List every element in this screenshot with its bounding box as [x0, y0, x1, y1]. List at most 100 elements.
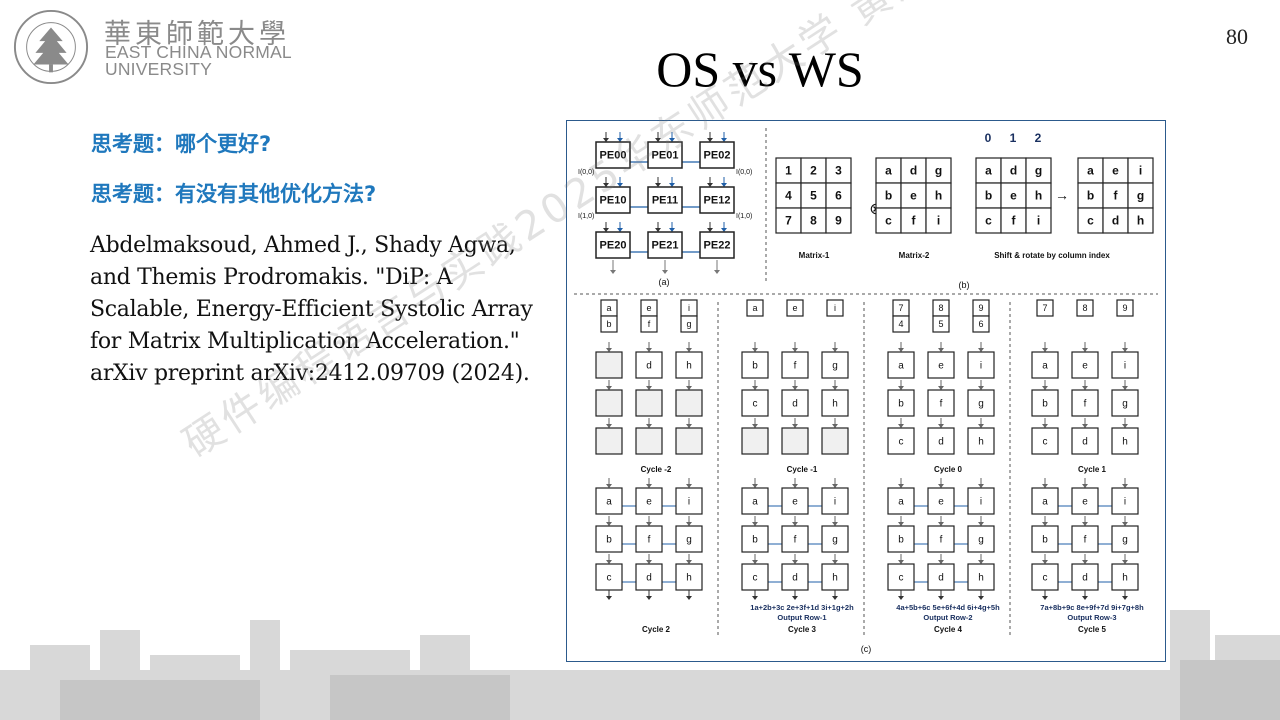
pe-flow-arrow-head: [978, 424, 984, 428]
pe-flow-arrow-bottom-head: [606, 522, 612, 526]
cycle-pe-bottom: [967, 487, 995, 515]
pe-flow-arrow-bottom-head: [1122, 522, 1128, 526]
pe-input-arrow-b-head: [617, 228, 623, 232]
shifted-matrix-cell-label: f: [1114, 189, 1119, 203]
cycle-label-top: Cycle -2: [641, 465, 672, 474]
pe-10: [595, 186, 631, 214]
cycle-pe-bottom-label: b: [898, 534, 904, 545]
cycle-pe-label: h: [686, 360, 692, 371]
cycle-pe: [821, 351, 849, 379]
pe-input-arrow-head: [603, 228, 609, 232]
cycle-label-top: Cycle 1: [1078, 465, 1107, 474]
shifted-matrix-cell: [1077, 157, 1104, 184]
pe-flow-arrow-bottom-head: [1042, 560, 1048, 564]
shifted-matrix-cell: [1102, 207, 1129, 234]
pe-input-arrow-b-head: [721, 183, 727, 187]
cycle-input-label: a: [606, 303, 611, 313]
cycle-pe-bottom: [675, 525, 703, 553]
pe-out-arrow-head: [898, 596, 904, 600]
pe-00: [595, 141, 631, 169]
cycle-pe: [887, 427, 915, 455]
matrix-1-cell-label: 5: [810, 189, 817, 203]
cycle-pe-bottom-label: g: [1122, 534, 1128, 545]
cycle-label-bottom: Cycle 2: [642, 625, 671, 634]
pe-flow-arrow-head: [606, 424, 612, 428]
cycle-input-label: a: [752, 303, 757, 313]
pe-out-arrow-head: [1122, 596, 1128, 600]
cycle-pe-bottom: [635, 563, 663, 591]
cycle-pe: [1031, 389, 1059, 417]
matrix-1-cell-label: 4: [785, 189, 792, 203]
pe-flow-arrow-bottom-head: [832, 522, 838, 526]
cycle-label-bottom: Cycle 5: [1078, 625, 1107, 634]
cycle-pe-bottom: [967, 525, 995, 553]
cycle-pe-bottom: [887, 487, 915, 515]
pe-flow-arrow-bottom-head: [978, 484, 984, 488]
pe-input-arrow-head: [655, 138, 661, 142]
cycle-pe-bottom-label: e: [1082, 496, 1088, 507]
shifted-matrix-cell-label: e: [1112, 164, 1119, 178]
pe-flow-arrow-bottom-head: [898, 484, 904, 488]
pe-flow-arrow-bottom-head: [938, 484, 944, 488]
cycle-pe-bottom-label: f: [940, 534, 943, 545]
cycle-input: [786, 299, 804, 317]
pe-input-arrow-b-head: [721, 228, 727, 232]
pe-out-arrow-head: [792, 596, 798, 600]
pe-flow-arrow-head: [938, 386, 944, 390]
cycle-pe: [1071, 427, 1099, 455]
cycle-output-label: Output Row-2: [923, 613, 972, 622]
pe-flow-arrow-head: [832, 348, 838, 352]
matrix-2-cell-label: e: [910, 189, 917, 203]
cycle-pe-bottom-label: g: [978, 534, 984, 545]
column-index: 2: [1035, 131, 1042, 145]
pe-flow-arrow-head: [646, 386, 652, 390]
matrix-2-label: Matrix-2: [899, 251, 930, 260]
matrix-2-cell-label: c: [885, 214, 892, 228]
cycle-pe-bottom-label: a: [898, 496, 904, 507]
cycle-pe-bottom-label: i: [834, 496, 836, 507]
cycle-pe-label: h: [1122, 436, 1128, 447]
matrix-1-cell-label: 8: [810, 214, 817, 228]
pe-flow-arrow-head: [1122, 386, 1128, 390]
pe-input-arrow-b-head: [617, 138, 623, 142]
cycle-input-label: 9: [978, 303, 983, 313]
cycle-pe-label: a: [1042, 360, 1048, 371]
cycle-pe-bottom-label: d: [792, 572, 798, 583]
pe-flow-arrow-head: [898, 424, 904, 428]
cycle-input-label: 5: [938, 319, 943, 329]
pe-21-label: PE21: [652, 240, 679, 252]
matrix-2-shifting-cell-label: d: [1010, 164, 1017, 178]
matrix-1-cell: [800, 207, 827, 234]
university-seal-icon: [13, 9, 89, 85]
pe-flow-arrow-bottom-head: [938, 522, 944, 526]
matrix-2-shifting-cell-label: e: [1010, 189, 1017, 203]
cycle-pe-bottom: [1071, 525, 1099, 553]
pe-01: [647, 141, 683, 169]
cycle-pe: [595, 427, 623, 455]
cycle-pe-label: e: [938, 360, 944, 371]
shifted-matrix-cell-label: g: [1137, 189, 1144, 203]
cycle-pe-label: d: [792, 398, 798, 409]
pe-flow-arrow-head: [1082, 348, 1088, 352]
pe-flow-arrow-head: [686, 386, 692, 390]
pe-input-arrow-head: [655, 228, 661, 232]
pe-flow-arrow-head: [1042, 348, 1048, 352]
pe-flow-arrow-head: [646, 424, 652, 428]
pe-flow-arrow-bottom-head: [1042, 484, 1048, 488]
pe-12-label: PE12: [704, 195, 731, 207]
shifted-matrix-cell: [1077, 182, 1104, 209]
pe-out-arrow-head: [832, 596, 838, 600]
logo-english-line-2: UNIVERSITY: [105, 59, 213, 79]
cycle-pe-bottom-label: h: [686, 572, 692, 583]
cycle-pe-label: f: [794, 360, 797, 371]
cycle-pe-bottom: [635, 525, 663, 553]
matrix-2-cell-label: h: [935, 189, 942, 203]
cycle-pe-bottom: [781, 563, 809, 591]
cycle-pe-label: i: [1124, 360, 1126, 371]
cycle-input-label: e: [792, 303, 797, 313]
cycle-pe: [595, 389, 623, 417]
matrix-1-cell-label: 2: [810, 164, 817, 178]
cycle-pe-bottom: [887, 563, 915, 591]
part-a-caption: (a): [659, 277, 670, 287]
pe-input-arrow-head: [707, 183, 713, 187]
